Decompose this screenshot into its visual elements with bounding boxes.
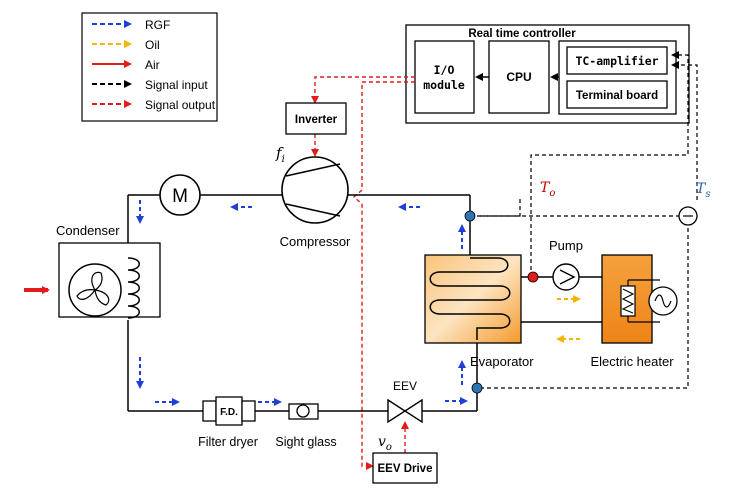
io-module-label-2: module	[423, 78, 465, 92]
evaporator: Evaporator	[424, 254, 534, 369]
ts-symbol: Ts	[696, 181, 710, 200]
compressor: Compressor fi	[275, 144, 351, 249]
real-time-controller: Real time controller I/O module CPU TC-a…	[405, 24, 690, 124]
cpu-box	[488, 40, 550, 114]
sight-glass-label: Sight glass	[275, 435, 336, 449]
fi-symbol: fi	[275, 144, 285, 165]
controller-title: Real time controller	[468, 28, 576, 40]
rgf-flow-arrows	[136, 200, 468, 406]
evaporator-outlet-node	[464, 210, 476, 222]
condenser-label: Condenser	[56, 223, 120, 238]
cpu-label: CPU	[506, 70, 531, 84]
refrigerant-piping	[127, 194, 602, 412]
eev-drive: EEV Drive	[372, 452, 438, 484]
eev-drive-label: EEV Drive	[378, 463, 433, 475]
to-symbol: To	[540, 180, 555, 199]
vo-symbol: vo	[378, 434, 392, 453]
evaporator-inlet-node	[471, 382, 483, 394]
eev-label: EEV	[393, 379, 417, 393]
terminal-board-box	[566, 80, 668, 109]
legend-label-signal-output: Signal output	[145, 98, 216, 112]
eev: EEV vo	[378, 379, 423, 453]
condenser: Condenser	[24, 223, 161, 319]
motor: M	[159, 174, 201, 216]
terminal-board-label: Terminal board	[576, 90, 658, 102]
sensor-nodes: To Ts	[464, 180, 710, 394]
to-sensor-node	[527, 271, 539, 283]
oil-flow-arrows	[556, 295, 581, 343]
filter-dryer-label: Filter dryer	[198, 435, 258, 449]
evaporator-label: Evaporator	[470, 354, 534, 369]
sight-glass: Sight glass	[275, 403, 337, 449]
pump-label: Pump	[549, 238, 583, 253]
inverter-label: Inverter	[295, 114, 338, 126]
io-module-label-1: I/O	[434, 63, 455, 77]
tc-amplifier-box	[566, 46, 668, 75]
legend-label-rgf: RGF	[145, 18, 170, 32]
legend-label-air: Air	[145, 58, 160, 72]
filter-dryer-box-label: F.D.	[220, 407, 238, 418]
io-module-box	[414, 40, 475, 114]
pump: Pump	[549, 238, 583, 291]
legend: RGF Oil Air Signal input Signal output	[81, 12, 218, 122]
signal-lines	[311, 51, 698, 470]
legend-label-oil: Oil	[145, 38, 160, 52]
filter-dryer: F.D. Filter dryer	[198, 396, 258, 449]
compressor-label: Compressor	[280, 234, 351, 249]
tc-amplifier-label: TC-amplifier	[575, 54, 658, 68]
motor-label: M	[172, 186, 188, 207]
electric-heater-label: Electric heater	[590, 354, 674, 369]
legend-label-signal-input: Signal input	[145, 78, 208, 92]
electric-heater: Electric heater	[590, 254, 678, 369]
inverter: Inverter	[285, 102, 347, 135]
